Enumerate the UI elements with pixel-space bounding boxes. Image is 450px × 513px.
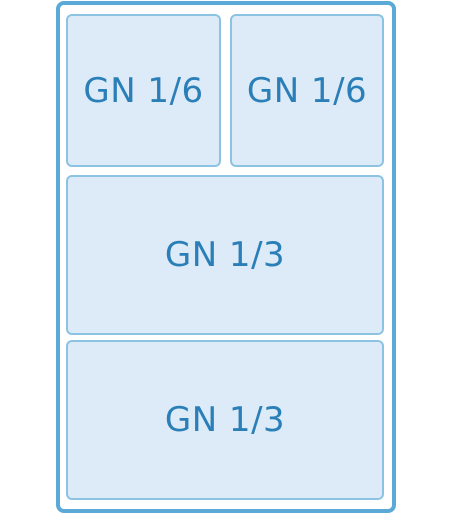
pan-gn-1-3-bottom: GN 1/3 (66, 340, 384, 500)
pan-label: GN 1/3 (164, 400, 286, 440)
pan-gn-1-3-middle: GN 1/3 (66, 175, 384, 335)
pan-label: GN 1/6 (246, 70, 368, 111)
pan-gn-1-6-right: GN 1/6 (230, 14, 384, 167)
pan-gn-1-6-left: GN 1/6 (66, 14, 221, 167)
pan-label: GN 1/3 (164, 235, 286, 275)
pan-label: GN 1/6 (83, 70, 204, 111)
